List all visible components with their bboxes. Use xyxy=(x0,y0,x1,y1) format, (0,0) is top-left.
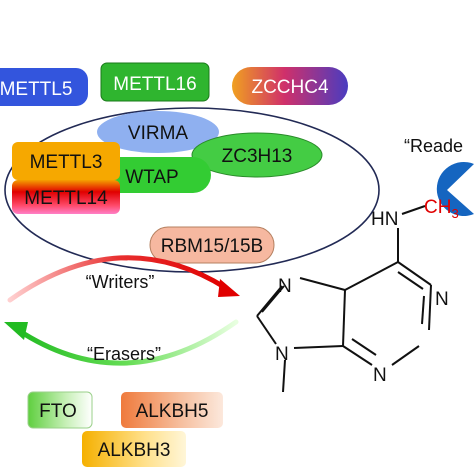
n9-label: N xyxy=(275,344,289,365)
zcchc4-label: ZCCHC4 xyxy=(251,77,328,98)
alkbh3-box: ALKBH3 xyxy=(82,431,186,467)
n7-label: N xyxy=(278,276,292,297)
n3-label: N xyxy=(373,365,387,386)
erasers-arrow xyxy=(4,319,239,366)
rbm15-box: RBM15/15B xyxy=(149,226,275,264)
zc3h13-label: ZC3H13 xyxy=(222,146,293,167)
virma-label: VIRMA xyxy=(128,123,189,144)
zc3h13-box: ZC3H13 xyxy=(191,132,323,178)
mettl5-label: METTL5 xyxy=(0,79,72,100)
mettl3-label: METTL3 xyxy=(30,152,103,173)
alkbh5-label: ALKBH5 xyxy=(136,401,209,422)
ch3-subscript: 3 xyxy=(451,206,458,221)
n1-label: N xyxy=(435,289,449,310)
writers-arrow xyxy=(7,255,240,303)
wtap-box: WTAP xyxy=(93,157,211,193)
mettl3-box: METTL3 xyxy=(12,142,120,180)
mettl14-label: METTL14 xyxy=(24,188,108,209)
writers-label: “Writers” xyxy=(86,272,155,292)
ch3-label: CH3 xyxy=(424,197,459,221)
fto-label: FTO xyxy=(39,401,77,422)
virma-box: VIRMA xyxy=(97,111,219,153)
mettl5-box: METTL5 xyxy=(0,68,88,106)
wtap-label: WTAP xyxy=(125,167,178,188)
m6a-molecule xyxy=(256,205,432,393)
mettl16-label: METTL16 xyxy=(113,74,196,95)
erasers-label: “Erasers” xyxy=(87,344,161,364)
zcchc4-box: ZCCHC4 xyxy=(232,67,348,105)
mettl16-box: METTL16 xyxy=(100,62,210,102)
fto-box: FTO xyxy=(27,391,93,429)
reader-pacman-icon xyxy=(436,162,474,216)
mettl14-box: METTL14 xyxy=(12,180,120,214)
alkbh3-label: ALKBH3 xyxy=(98,440,171,461)
readers-label: “Reade xyxy=(404,136,463,156)
rbm15-label: RBM15/15B xyxy=(161,236,263,257)
hn-label: HN xyxy=(371,209,398,230)
alkbh5-box: ALKBH5 xyxy=(121,392,223,428)
ch3-main: CH xyxy=(424,197,451,218)
